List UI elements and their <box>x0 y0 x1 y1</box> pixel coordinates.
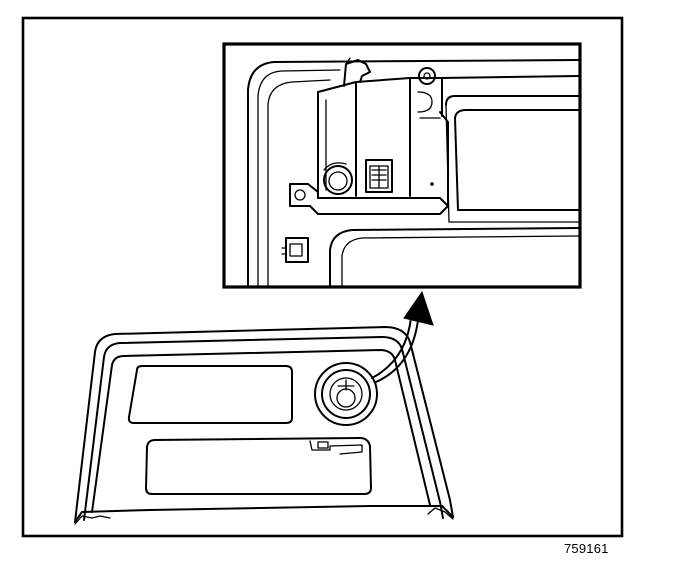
outlet-housing <box>289 57 449 215</box>
lower-opening <box>145 437 372 495</box>
upper-opening <box>127 365 293 424</box>
console-panel <box>74 326 454 525</box>
inset-view <box>222 42 582 289</box>
figure-id-label: 759161 <box>564 541 609 556</box>
side-connector <box>281 237 309 263</box>
callout-arrow <box>371 290 434 383</box>
outlet-socket <box>314 362 378 426</box>
figure-border <box>21 16 624 538</box>
inset-frame <box>222 42 582 289</box>
